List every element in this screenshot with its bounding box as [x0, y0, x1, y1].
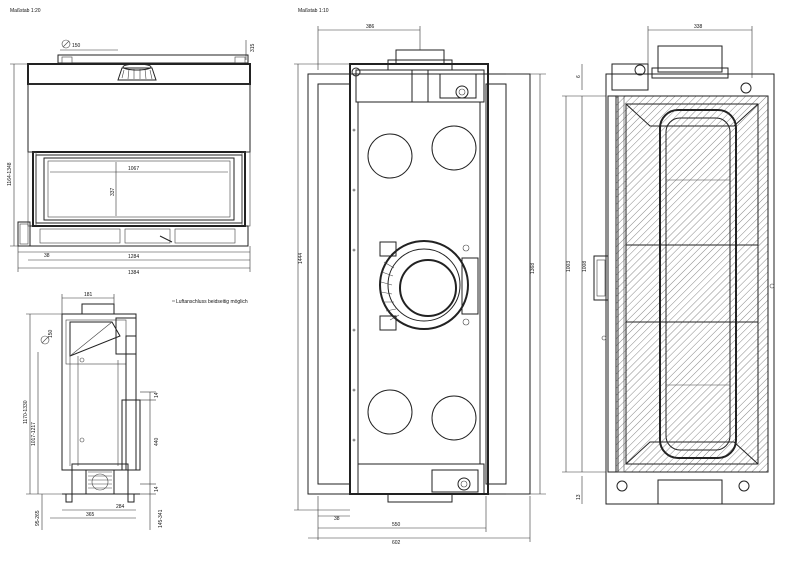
side-dim-14-top: 14: [154, 392, 160, 398]
side-dim-440: 440: [154, 437, 160, 446]
front-dim-total-height: 1164-1348: [7, 162, 13, 186]
side-dim-top: 181: [84, 292, 93, 298]
side-dim-bottom-left: 95-265: [35, 510, 41, 526]
front-dim-width-a: 1284: [128, 254, 139, 260]
side-dim-height-a: 1170-1330: [23, 400, 29, 424]
top-dim-550: 550: [392, 522, 401, 528]
section-dim-13: 13: [576, 494, 582, 500]
front-dim-inner-width: 1067: [128, 166, 139, 172]
section-dim-6: 6: [576, 75, 582, 78]
front-view: 1067 337 150 315 1164-1348 38 1284 1384: [7, 39, 256, 276]
side-dim-height-b: 1017-1217: [31, 422, 37, 446]
side-dim-365: 365: [86, 512, 95, 518]
front-dim-diameter: 150: [72, 43, 81, 49]
top-dim-1368: 1368: [530, 263, 536, 274]
section-dim-1003: 1003: [566, 261, 572, 272]
side-view: 150 181 1170-1330 1017-1217 14 440 14 95…: [23, 292, 164, 530]
scale-label-left: Maßstab 1:20: [10, 8, 41, 14]
top-dim-386: 386: [366, 24, 375, 30]
section-view: 338 6 1003 1008 13: [562, 24, 775, 505]
front-dim-width-b: 1384: [128, 270, 139, 276]
front-dim-left-offset: 38: [44, 253, 50, 259]
side-dim-bottom-right: 145-341: [158, 509, 164, 528]
front-dim-top-right: 315: [250, 43, 256, 52]
side-dim-14-bottom: 14: [154, 486, 160, 492]
section-dim-1008: 1008: [582, 261, 588, 272]
top-dim-1444: 1444: [298, 253, 304, 264]
top-dim-38: 38: [334, 516, 340, 522]
top-dim-602: 602: [392, 540, 401, 546]
front-dim-inner-height: 337: [110, 187, 116, 196]
note-air-connection: Luftanschluss beidseitig möglich: [176, 299, 248, 305]
top-view: 386 1444 1368 38 550 602: [294, 24, 546, 546]
side-dim-diameter: 150: [48, 329, 54, 338]
scale-label-middle: Maßstab 1:10: [298, 8, 329, 14]
section-dim-338: 338: [694, 24, 703, 30]
side-dim-284: 284: [116, 504, 125, 510]
